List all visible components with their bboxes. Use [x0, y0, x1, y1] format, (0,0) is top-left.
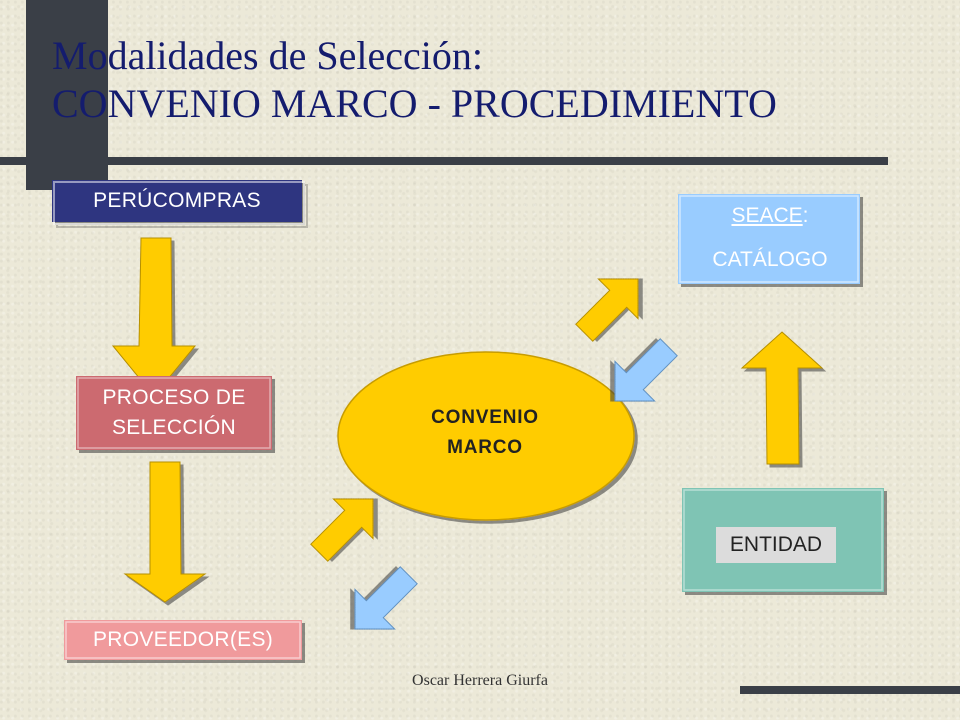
blue-diagonal-down-arrow-icon [614, 338, 678, 402]
entidad-label: ENTIDAD [716, 527, 836, 563]
slide-footer: Oscar Herrera Giurfa [412, 672, 548, 689]
convenio-label-line-2: MARCO [447, 437, 523, 458]
convenio-label-line-1: CONVENIO [431, 407, 539, 428]
seace-catalogo-label: SEACE: CATÁLOGO [680, 194, 860, 282]
seace-label-line-1: SEACE: [680, 194, 860, 238]
slide-title-line-1: Modalidades de Selección: [52, 33, 483, 78]
yellow-down-arrow-icon [111, 237, 197, 397]
perucompras-label: PERÚCOMPRAS [93, 189, 261, 212]
blue-diagonal-down-arrow-icon [354, 566, 418, 630]
seace-link[interactable]: SEACE [731, 204, 803, 227]
proveedores-label: PROVEEDOR(ES) [92, 628, 274, 651]
proceso-label-line-1: PROCESO DE [102, 386, 246, 409]
proceso-label-line-2: SELECCIÓN [111, 416, 237, 439]
yellow-diagonal-up-arrow-icon [310, 498, 374, 562]
perucompras-box [52, 180, 305, 225]
slide-title-line-2: CONVENIO MARCO - PROCEDIMIENTO [52, 81, 777, 126]
seace-label-line-2: CATÁLOGO [712, 248, 828, 271]
proceso-seleccion-box [76, 376, 272, 450]
slide-title: Modalidades de Selección: CONVENIO MARCO… [52, 32, 777, 128]
convenio-marco-ellipse [337, 351, 635, 521]
seace-catalogo-box [678, 194, 860, 284]
proveedores-box [64, 620, 302, 660]
footer-divider [740, 686, 960, 694]
yellow-down-arrow-icon [123, 461, 207, 603]
yellow-up-arrow-icon [740, 331, 824, 465]
convenio-marco-label: CONVENIO MARCO [410, 403, 560, 463]
yellow-diagonal-up-arrow-icon [575, 278, 639, 342]
proceso-seleccion-label: PROCESO DE SELECCIÓN [76, 383, 272, 443]
title-divider [0, 157, 888, 165]
seace-colon: : [802, 204, 809, 227]
